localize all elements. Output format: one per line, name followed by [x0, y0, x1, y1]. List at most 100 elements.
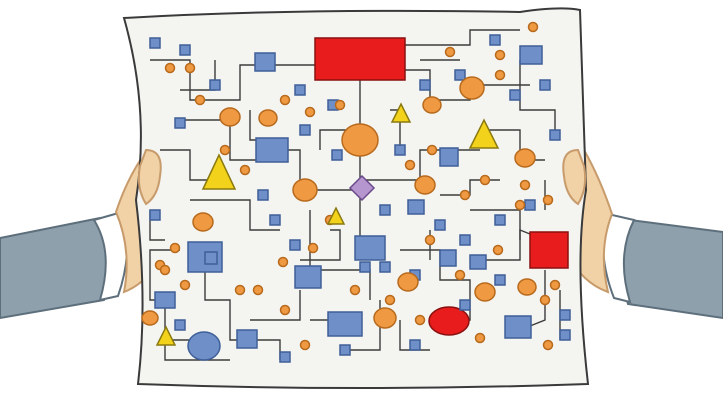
blue-circle-node	[188, 332, 220, 360]
blue-square-node	[180, 45, 190, 55]
orange-dot-node	[351, 286, 360, 295]
orange-circle-node	[293, 179, 317, 201]
orange-dot-node	[309, 244, 318, 253]
blue-process-box	[355, 236, 385, 260]
blue-square-node	[460, 300, 470, 310]
orange-dot-node	[281, 96, 290, 105]
blue-square-node	[300, 125, 310, 135]
orange-dot-node	[161, 266, 170, 275]
blue-square-node	[525, 200, 535, 210]
red-ellipse-node	[429, 307, 469, 335]
blue-square-node	[290, 240, 300, 250]
blue-square-node	[270, 215, 280, 225]
blue-square-node	[495, 275, 505, 285]
orange-dot-node	[186, 64, 195, 73]
orange-dot-node	[236, 286, 245, 295]
blue-square-node	[540, 80, 550, 90]
orange-circle-node	[193, 213, 213, 231]
blue-process-box	[155, 292, 175, 308]
blue-square-node	[550, 130, 560, 140]
orange-dot-node	[336, 101, 345, 110]
blue-process-box	[408, 200, 424, 214]
red-process-box	[530, 232, 568, 268]
blue-square-node	[175, 320, 185, 330]
blue-square-node	[360, 262, 370, 272]
blue-square-node	[490, 35, 500, 45]
blue-process-box	[328, 312, 362, 336]
orange-dot-node	[306, 108, 315, 117]
orange-dot-node	[406, 161, 415, 170]
orange-dot-node	[496, 51, 505, 60]
orange-circle-node	[515, 149, 535, 167]
blue-process-box	[237, 330, 257, 348]
orange-dot-node	[461, 191, 470, 200]
blue-square-node	[380, 205, 390, 215]
blue-square-node	[210, 80, 220, 90]
orange-circle-node	[374, 308, 396, 328]
blue-square-node	[340, 345, 350, 355]
blue-square-node	[332, 150, 342, 160]
left-sleeve	[0, 218, 110, 318]
orange-circle-node	[518, 279, 536, 295]
blue-process-box	[520, 46, 542, 64]
orange-circle-node	[220, 108, 240, 126]
orange-circle-node	[423, 97, 441, 113]
orange-dot-node	[544, 341, 553, 350]
blue-process-box	[440, 148, 458, 166]
blue-square-node	[395, 145, 405, 155]
orange-circle-node	[415, 176, 435, 194]
orange-dot-node	[496, 71, 505, 80]
blue-square-node	[150, 38, 160, 48]
orange-circle-node	[460, 77, 484, 99]
blue-square-node	[175, 118, 185, 128]
orange-dot-node	[529, 23, 538, 32]
blue-square-node	[560, 330, 570, 340]
orange-dot-node	[254, 286, 263, 295]
orange-dot-node	[416, 316, 425, 325]
orange-dot-node	[221, 146, 230, 155]
orange-circle-node	[142, 311, 158, 325]
orange-dot-node	[428, 146, 437, 155]
blue-square-node	[510, 90, 520, 100]
blue-square-node	[258, 190, 268, 200]
blue-square-node	[295, 85, 305, 95]
orange-dot-node	[171, 244, 180, 253]
orange-circle-node	[342, 124, 378, 156]
orange-dot-node	[544, 196, 553, 205]
orange-dot-node	[446, 48, 455, 57]
orange-dot-node	[281, 306, 290, 315]
blue-process-box	[470, 255, 486, 269]
blue-square-node	[410, 340, 420, 350]
orange-dot-node	[301, 341, 310, 350]
orange-dot-node	[551, 281, 560, 290]
orange-dot-node	[521, 181, 530, 190]
blue-process-box	[256, 138, 288, 162]
orange-dot-node	[279, 258, 288, 267]
blue-process-box	[505, 316, 531, 338]
orange-circle-node	[398, 273, 418, 291]
orange-dot-node	[494, 246, 503, 255]
red-process-box	[315, 38, 405, 80]
orange-dot-node	[456, 271, 465, 280]
orange-circle-node	[259, 110, 277, 126]
blue-square-node	[380, 262, 390, 272]
orange-dot-node	[386, 296, 395, 305]
blue-square-node	[560, 310, 570, 320]
blue-process-box	[205, 252, 217, 264]
orange-dot-node	[166, 64, 175, 73]
orange-dot-node	[541, 296, 550, 305]
blue-square-node	[280, 352, 290, 362]
orange-dot-node	[476, 334, 485, 343]
orange-dot-node	[241, 166, 250, 175]
orange-dot-node	[181, 281, 190, 290]
blue-square-node	[435, 220, 445, 230]
orange-dot-node	[516, 201, 525, 210]
blue-process-box	[295, 266, 321, 288]
right-sleeve	[620, 220, 723, 318]
blue-square-node	[455, 70, 465, 80]
orange-dot-node	[481, 176, 490, 185]
blue-process-box	[255, 53, 275, 71]
blue-square-node	[150, 210, 160, 220]
